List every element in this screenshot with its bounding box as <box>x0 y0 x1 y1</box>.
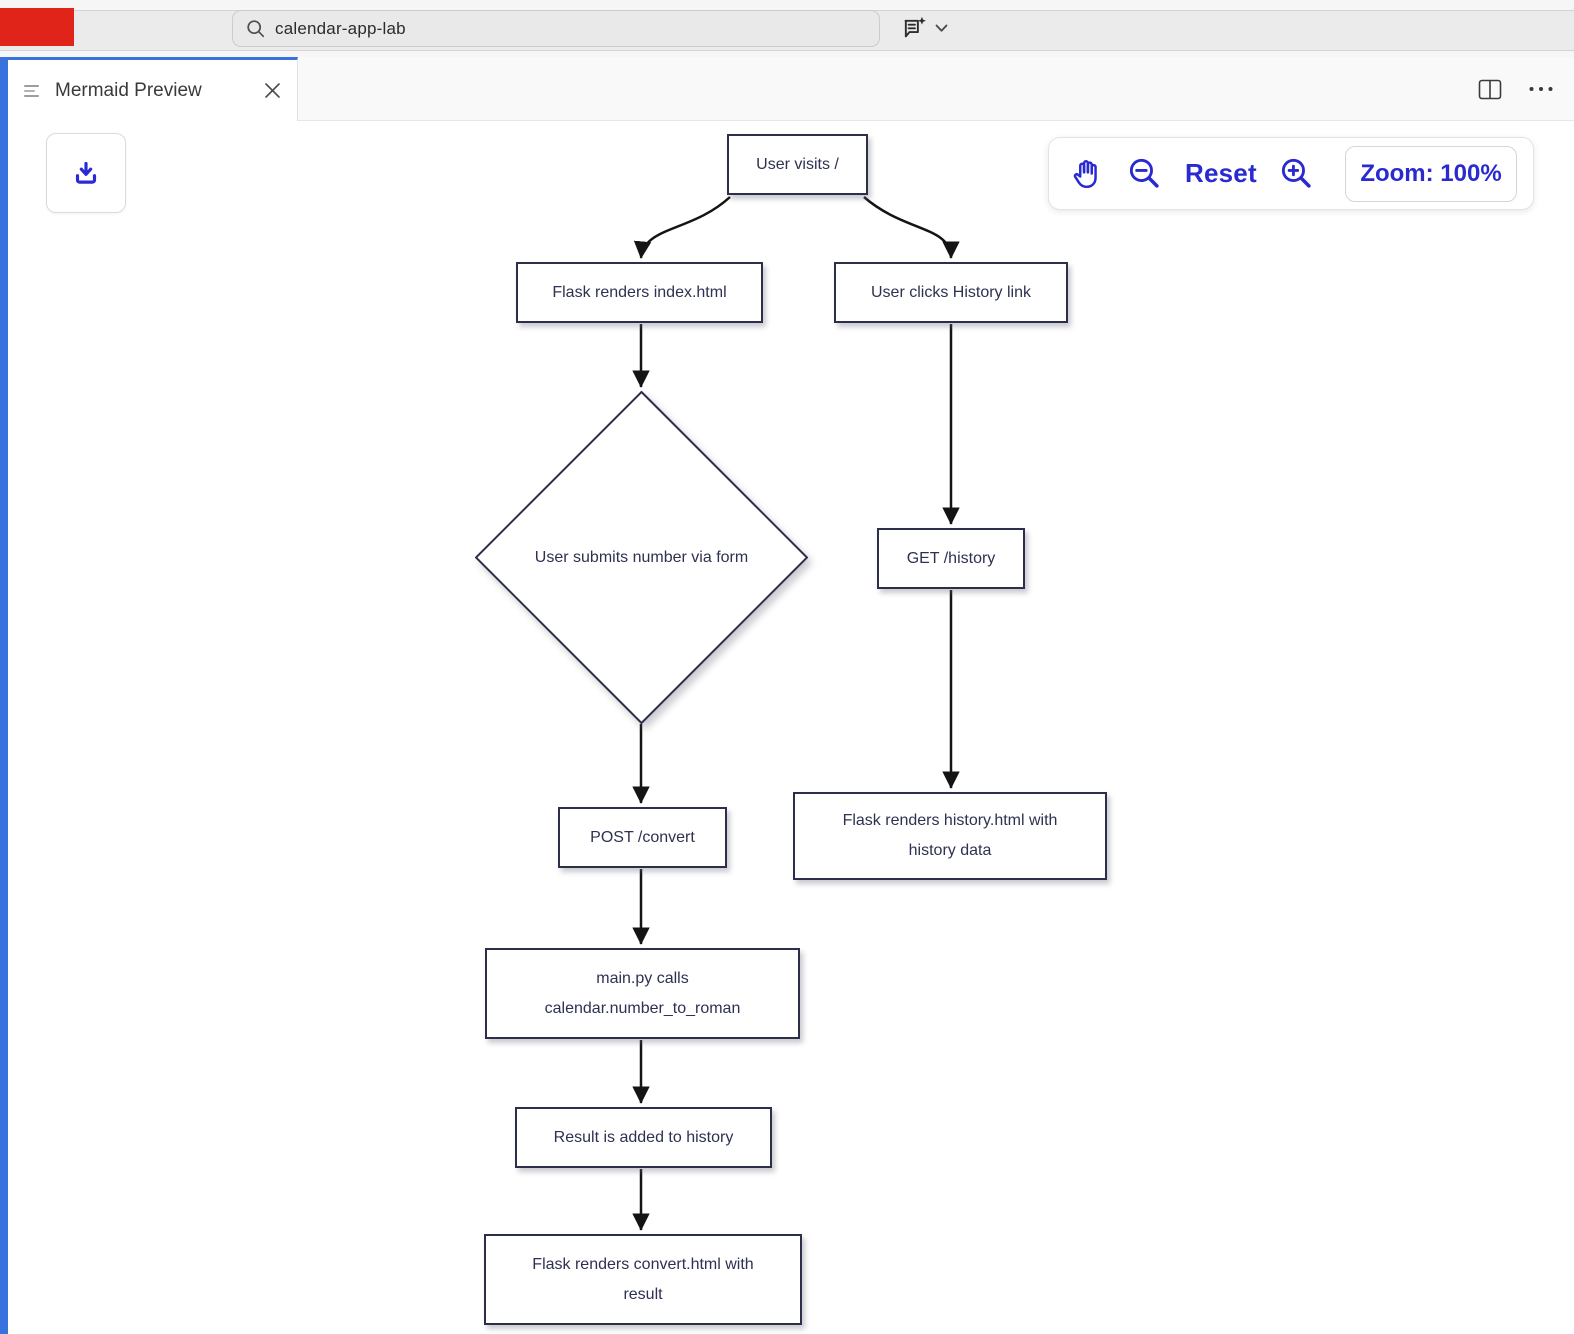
chevron-down-icon <box>935 24 948 33</box>
more-actions-button[interactable] <box>1528 86 1554 92</box>
copilot-menu-button[interactable] <box>901 11 948 45</box>
zoom-in-button[interactable] <box>1278 155 1316 193</box>
magnifier-plus-icon <box>1278 155 1316 193</box>
zoom-toolbar: Reset Zoom: 100% <box>1048 137 1534 210</box>
masked-region <box>0 8 74 46</box>
download-icon <box>69 156 103 190</box>
magnifier-minus-icon <box>1126 155 1164 193</box>
tab-close-icon[interactable] <box>264 82 281 99</box>
editor-actions <box>1478 57 1554 121</box>
tab-title: Mermaid Preview <box>55 79 202 101</box>
panel-left-border <box>0 57 8 1334</box>
zoom-level-display: Zoom: 100% <box>1345 145 1517 202</box>
flow-edge-user-visits-to-user-history-link <box>863 196 960 259</box>
reset-zoom-button[interactable]: Reset <box>1185 158 1257 188</box>
split-editor-button[interactable] <box>1478 79 1502 100</box>
chat-sparkle-icon <box>901 15 928 42</box>
pan-hand-icon <box>1069 156 1105 192</box>
project-search-box[interactable]: calendar-app-lab <box>232 10 880 47</box>
search-icon <box>246 19 266 39</box>
search-value: calendar-app-lab <box>275 18 406 38</box>
pan-hand-button[interactable] <box>1069 156 1105 192</box>
zoom-out-button[interactable] <box>1126 155 1164 193</box>
flow-edge-user-visits-to-flask-index <box>633 196 731 259</box>
list-lines-icon <box>24 84 42 98</box>
download-button[interactable] <box>46 133 126 213</box>
tab-mermaid-preview[interactable]: Mermaid Preview <box>8 57 298 121</box>
window-titlebar: calendar-app-lab <box>0 0 1574 57</box>
editor-tabbar: Mermaid Preview <box>0 57 1574 121</box>
